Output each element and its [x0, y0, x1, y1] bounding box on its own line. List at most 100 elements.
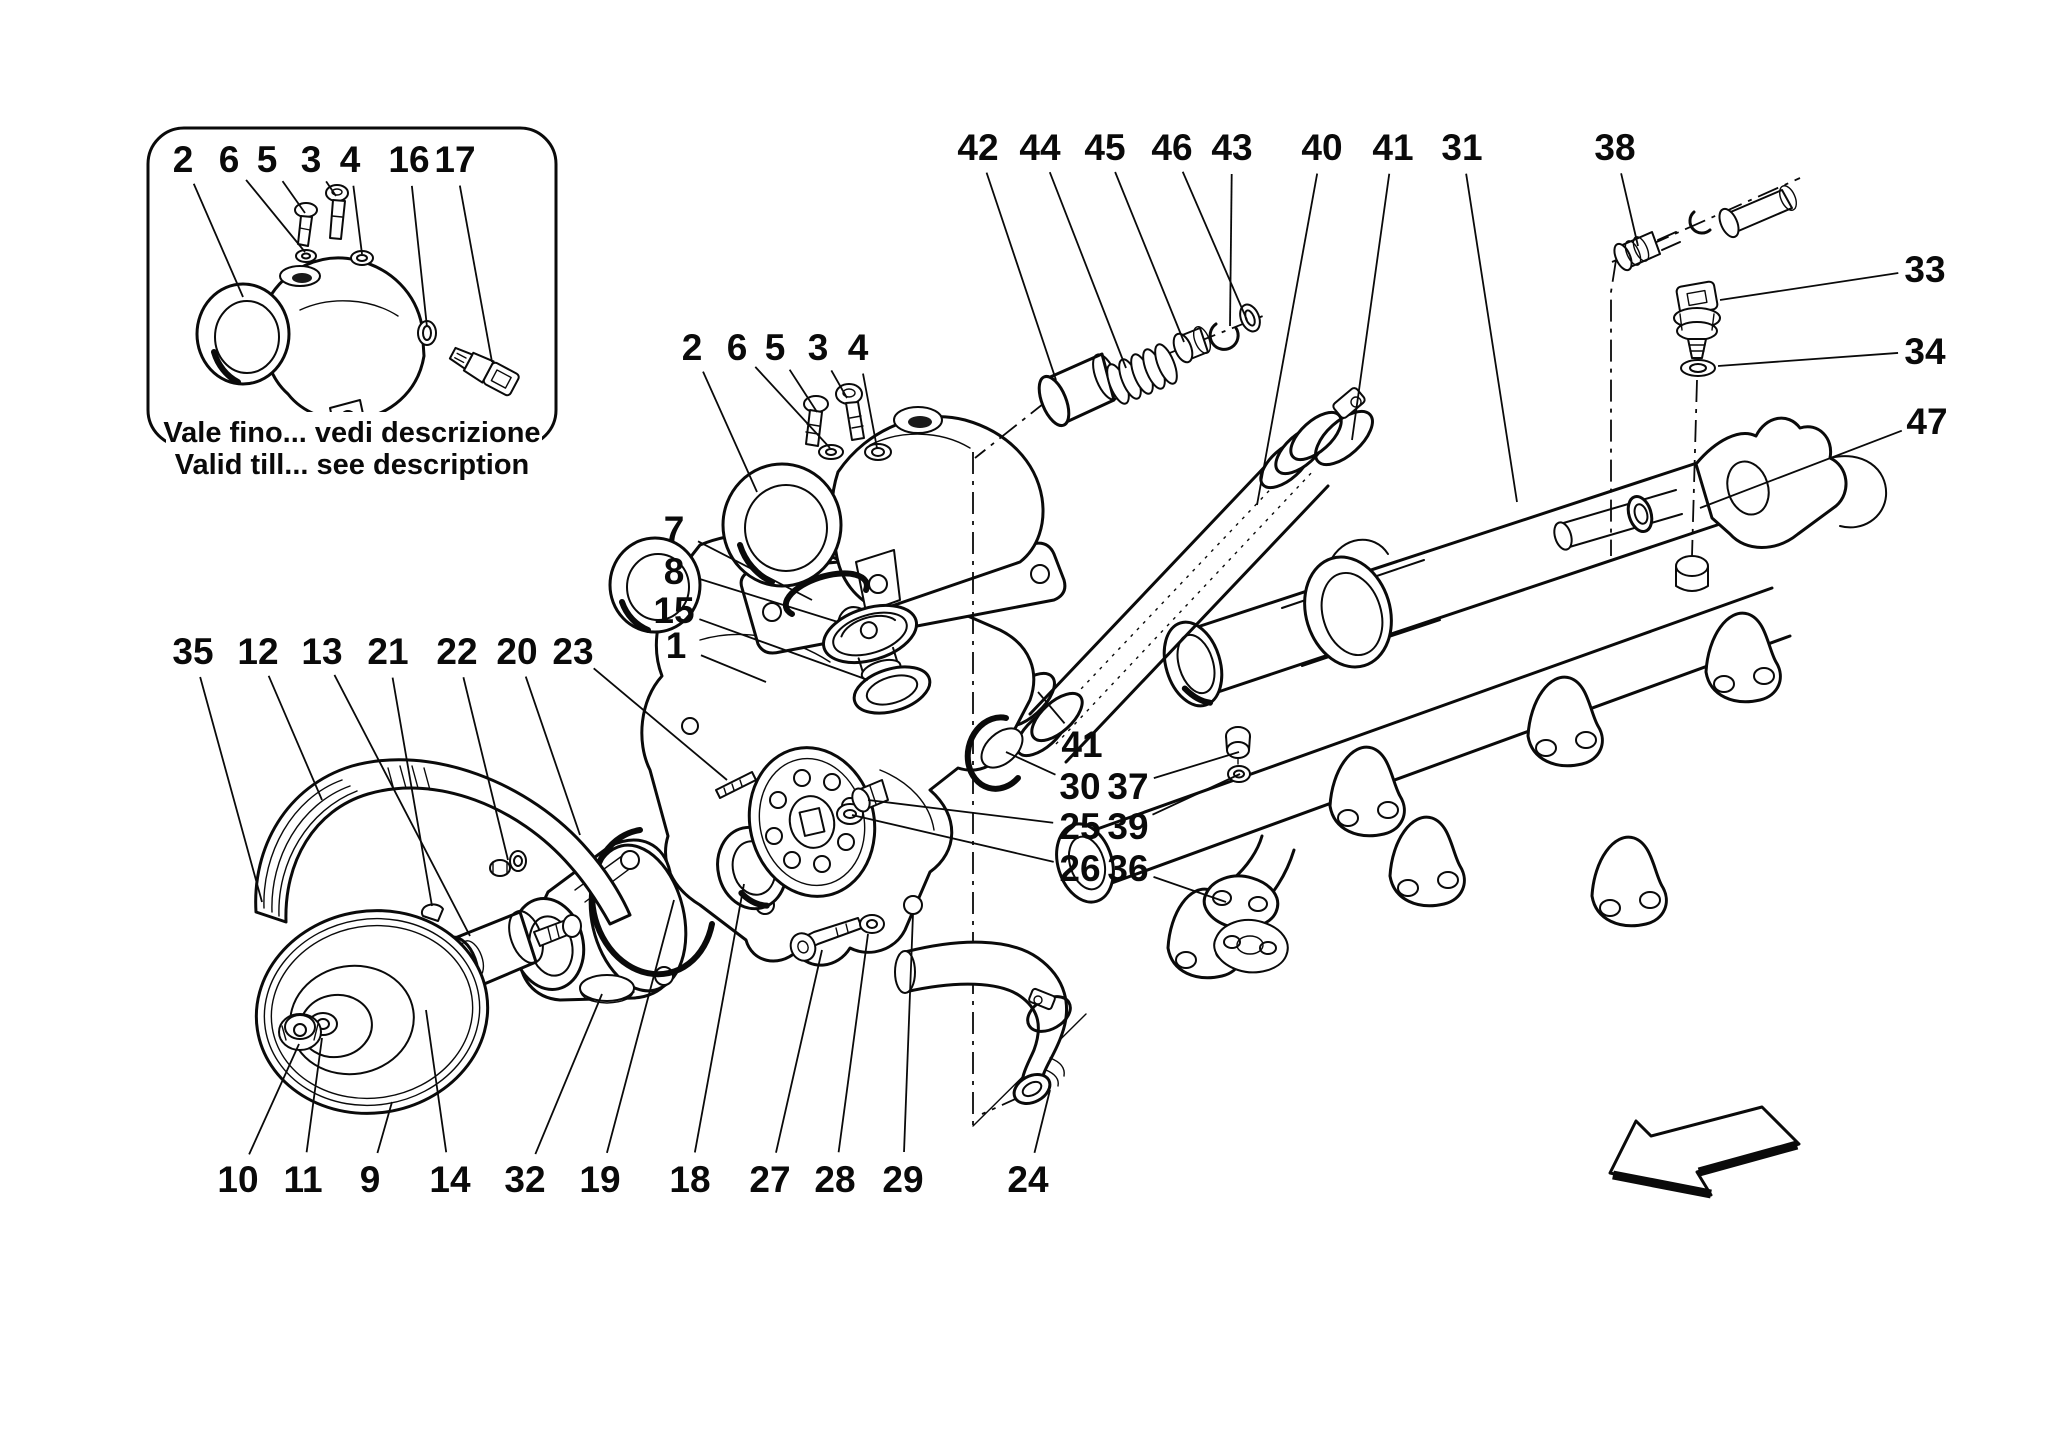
inset-washer-6	[295, 249, 317, 263]
part-label-34: 34	[1904, 331, 1946, 372]
leader-line-47	[1699, 429, 1903, 509]
pump-seal-15	[852, 665, 932, 715]
leader-line-44	[1048, 171, 1127, 369]
part-label-20: 20	[496, 631, 537, 672]
part-label-16: 16	[388, 139, 429, 180]
inset-screw-3	[325, 184, 349, 240]
part-label-43: 43	[1211, 127, 1252, 168]
part-label-8: 8	[664, 551, 685, 592]
manifold-flange	[1526, 675, 1604, 768]
leader-line-42	[985, 172, 1057, 381]
leader-line-2	[702, 371, 758, 493]
leader-line-3	[325, 180, 337, 197]
leader-line-36	[1153, 875, 1227, 903]
leader-line-41	[1037, 691, 1066, 724]
part-label-25: 25	[1059, 806, 1100, 847]
cover-washer-6	[818, 444, 844, 460]
leader-line-8	[699, 578, 839, 623]
leader-line-40	[1256, 173, 1319, 506]
leader-line-33	[1719, 272, 1899, 301]
caption-band	[166, 412, 542, 484]
direction-arrow-icon	[1608, 1105, 1801, 1199]
part-label-17: 17	[434, 139, 475, 180]
leader-line-16	[410, 185, 428, 328]
leader-line-17	[458, 185, 493, 363]
part-label-41: 41	[1061, 724, 1102, 765]
thermostat-cover	[721, 406, 1045, 613]
leader-line-24	[1033, 1089, 1051, 1154]
part-label-3: 3	[808, 327, 829, 368]
water-manifold	[1055, 416, 1888, 980]
part-label-40: 40	[1301, 127, 1342, 168]
leader-line-45	[1114, 171, 1185, 343]
part-label-45: 45	[1084, 127, 1125, 168]
leader-line-41	[1351, 173, 1391, 441]
part-label-7: 7	[664, 509, 685, 550]
manifold-flange	[1328, 745, 1406, 838]
part-label-6: 6	[219, 139, 240, 180]
leader-line-1	[700, 654, 767, 683]
leader-line-30	[1005, 751, 1056, 776]
part-label-29: 29	[882, 1159, 923, 1200]
part-label-31: 31	[1441, 127, 1482, 168]
inset-caption-italian: Vale fino... vedi descrizione	[163, 417, 540, 449]
part-label-5: 5	[257, 139, 278, 180]
circlip-46	[1239, 303, 1261, 333]
inset-washer-4	[350, 250, 374, 266]
leader-line-35	[199, 676, 263, 903]
o-ring-30	[964, 714, 1021, 792]
part-label-33: 33	[1904, 249, 1945, 290]
leader-line-15	[699, 618, 869, 681]
impeller-bolt-27	[789, 917, 863, 962]
part-label-28: 28	[814, 1159, 855, 1200]
belt-35	[254, 758, 632, 926]
leader-line-9	[376, 1101, 393, 1154]
part-label-41: 41	[1372, 127, 1413, 168]
cover-gasket-7	[782, 570, 870, 617]
key-21	[420, 903, 444, 922]
part-label-36: 36	[1107, 848, 1148, 889]
pulley-nut-10	[278, 1013, 322, 1051]
leader-line-29	[903, 913, 914, 1153]
part-label-4: 4	[848, 327, 869, 368]
bolt-washer-28	[859, 914, 885, 934]
part-label-44: 44	[1019, 127, 1061, 168]
part-label-47: 47	[1906, 401, 1947, 442]
leader-line-11	[305, 1037, 323, 1153]
leader-line-26	[851, 814, 1054, 863]
part-label-12: 12	[237, 631, 278, 672]
part-label-22: 22	[436, 631, 477, 672]
snap-ring-43	[1208, 322, 1240, 351]
leader-line-5	[788, 369, 818, 413]
part-label-14: 14	[429, 1159, 471, 1200]
part-label-38: 38	[1594, 127, 1635, 168]
inset-screw-5	[294, 202, 318, 247]
leader-line-46	[1181, 171, 1248, 321]
valve-cup-42	[1037, 352, 1120, 428]
inset-caption-english: Valid till... see description	[175, 449, 530, 481]
leader-line-23	[593, 667, 728, 781]
hub-nut-25-washer-26	[836, 779, 889, 825]
leader-line-2	[192, 183, 244, 298]
temp-sensor-33	[1673, 280, 1721, 359]
leader-line-31	[1465, 173, 1518, 503]
cover-screw-3	[835, 383, 865, 441]
cover-washer-4	[864, 443, 892, 461]
leader-line-19	[606, 899, 675, 1154]
part-label-15: 15	[653, 590, 694, 631]
nut-washer-22	[489, 850, 527, 877]
leader-line-27	[775, 949, 823, 1153]
cover-screw-5	[803, 395, 829, 447]
leader-line-13	[333, 674, 471, 937]
hose-clamp-24	[1026, 987, 1072, 1033]
sensor-boss	[1675, 555, 1709, 592]
part-label-32: 32	[504, 1159, 545, 1200]
leader-line-4	[352, 185, 363, 255]
part-label-2: 2	[682, 327, 703, 368]
part-label-3: 3	[301, 139, 322, 180]
stud-23	[715, 771, 757, 799]
part-label-30: 30	[1059, 766, 1100, 807]
leader-line-5	[281, 180, 306, 214]
